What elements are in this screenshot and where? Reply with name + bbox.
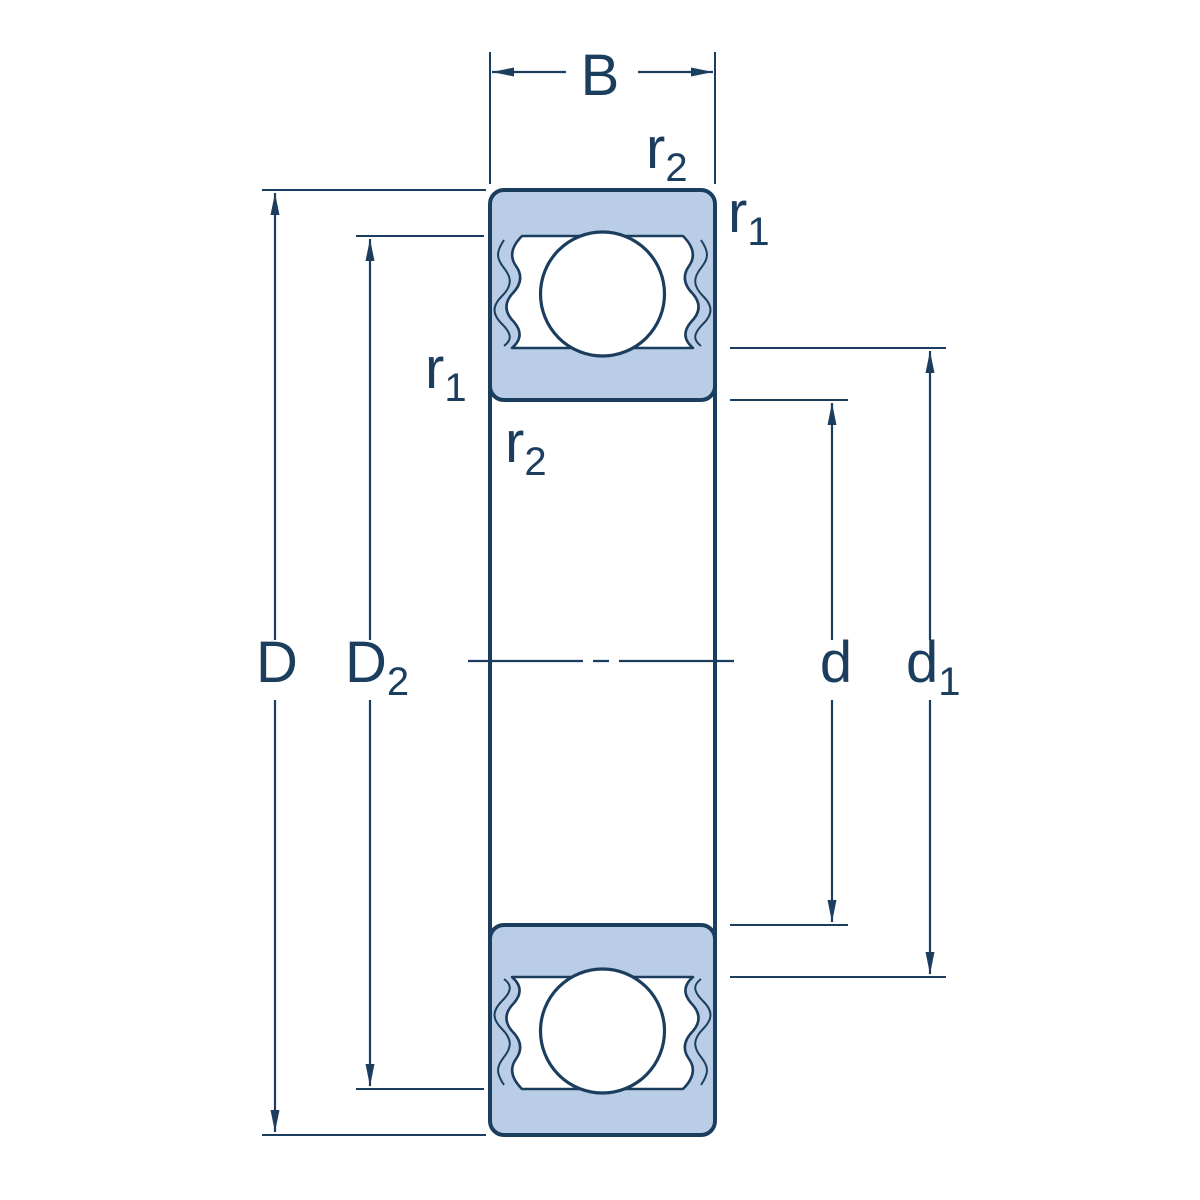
- dimension-B: B: [489, 43, 716, 184]
- label-r1-inner: r1: [425, 336, 467, 410]
- label-r2-outer: r2: [646, 116, 688, 190]
- dimension-d: d: [730, 399, 852, 926]
- label-recess-diameter-D2: D2: [345, 630, 409, 704]
- label-r2-inner: r2: [505, 410, 547, 484]
- label-bore-diameter-d: d: [820, 630, 852, 695]
- dimension-D: D: [256, 189, 486, 1136]
- dimension-d1: d1: [730, 347, 961, 978]
- bearing-bottom-section: [488, 923, 717, 1137]
- dimension-D2: D2: [345, 235, 484, 1090]
- label-width-B: B: [581, 43, 620, 108]
- label-outer-diameter-D: D: [256, 630, 298, 695]
- label-r1-outer: r1: [728, 180, 770, 254]
- bearing-top-section: [488, 188, 717, 402]
- label-shoulder-diameter-d1: d1: [906, 630, 961, 704]
